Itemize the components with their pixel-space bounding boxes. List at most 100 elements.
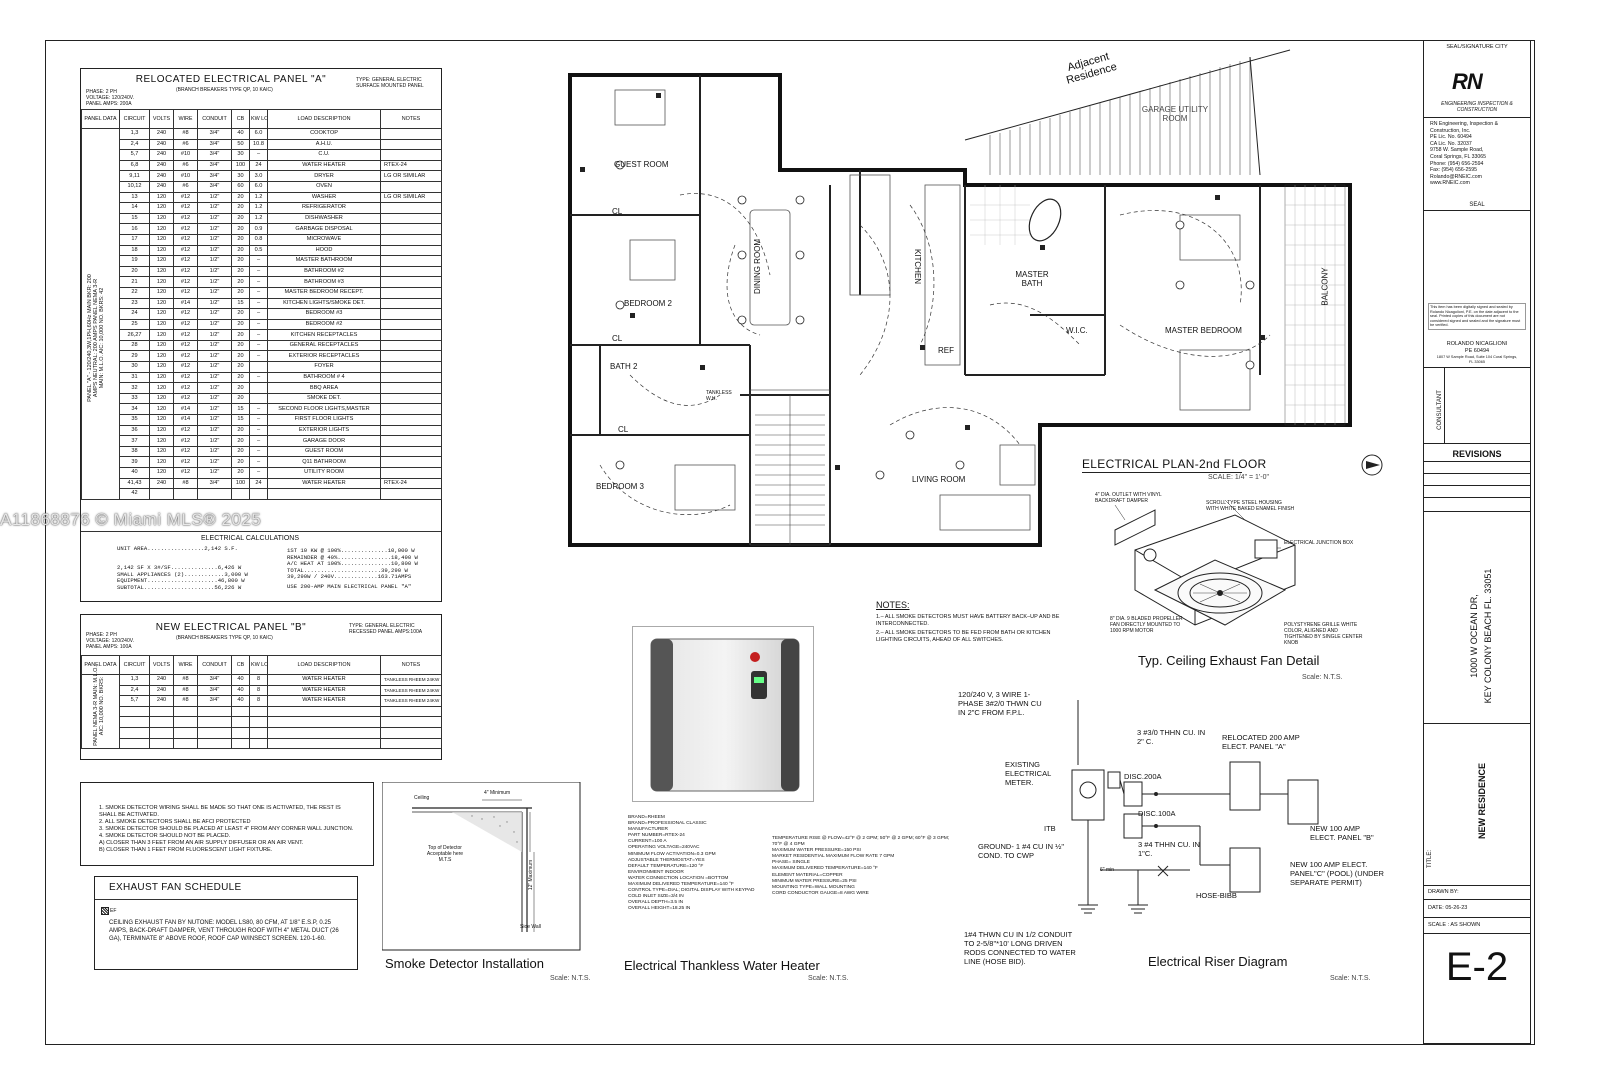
calc-right-4: TOTAL.......................39,290 W — [287, 566, 408, 574]
room-cl-3: CL — [618, 425, 629, 434]
panel-a-cell: #12 — [173, 265, 198, 278]
panel-a-cell: 17 — [119, 233, 150, 246]
panel-a-cell: 1.2 — [249, 212, 268, 225]
room-balcony: BALCONY — [1320, 267, 1330, 306]
panel-b-title: NEW ELECTRICAL PANEL "B" — [155, 622, 307, 633]
smoke-side-wall-label: Side Wall — [520, 924, 541, 930]
panel-a-cell: 20 — [231, 392, 250, 405]
panel-a-cell: #12 — [173, 318, 198, 331]
heater-spec-r9: MOUNTING TYPE=WALL MOUNTING — [772, 884, 855, 890]
panel-a-cell: – — [249, 371, 268, 384]
panel-a-header-cell: CB — [231, 109, 250, 129]
panel-b-cell: 240 — [149, 674, 174, 686]
panel-a-cell: WATER HEATER — [267, 159, 381, 172]
panel-a-cell: 1/2" — [197, 403, 232, 416]
panel-a-cell: FOYER — [267, 361, 381, 373]
panel-a-cell: 120 — [149, 223, 174, 235]
exhaust-title: EXHAUST FAN SCHEDULE — [109, 882, 242, 893]
panel-a-cell: BATHROOM # 4 — [267, 371, 381, 384]
panel-a-cell: 1,3 — [119, 128, 150, 140]
heater-spec-l15: OVERALL DEPTH=3.5 IN — [628, 900, 684, 906]
electrical-floor-plan — [568, 49, 1383, 547]
tb-addr1: 9758 W. Sample Road, — [1430, 147, 1484, 154]
panel-a-cell: 20 — [231, 456, 250, 468]
calc-right-2: REMAINDER @ 40%................18,490 W — [287, 553, 418, 561]
panel-a-cell: 1/2" — [197, 276, 232, 288]
panel-a-cell: 120 — [149, 212, 174, 225]
smoke-detector-notes: 1. SMOKE DETECTOR WIRING SHALL BE MADE S… — [80, 782, 374, 866]
panel-a-cell: 20 — [231, 202, 250, 214]
tb-revisions: REVISIONS — [1452, 449, 1502, 459]
calc-left-2 — [117, 553, 248, 560]
heater-spec-l3: MANUFACTURER — [628, 827, 668, 833]
panel-a-cell: 20 — [231, 286, 250, 299]
panel-a-cell: COOKTOP — [267, 128, 381, 140]
panel-b-cell — [267, 726, 381, 739]
panel-a-cell — [249, 361, 268, 373]
panel-b-header-cell: VOLTS — [149, 655, 174, 675]
panel-a-cell: 0.9 — [249, 223, 268, 235]
panel-a-cell: 10,12 — [119, 180, 150, 193]
panel-b-voltage: VOLTAGE: 120/240V. — [86, 638, 134, 644]
riser-ground: GROUND- 1 #4 CU IN ½" COND. TO CWP — [978, 842, 1065, 860]
panel-a-cell — [380, 403, 442, 416]
tb-pe: PE Lic. No. 60494 — [1430, 134, 1472, 141]
riser-thwn-3-0: 3 #3/0 THHN CU. IN 2" C. — [1137, 728, 1206, 746]
panel-a-voltage: VOLTAGE: 120/240V. — [86, 95, 134, 101]
heater-spec-l4: PART NUMBER=RTEX-24 — [628, 833, 685, 839]
calc-left-5: EQUIPMENT.....................46,800 W — [117, 577, 245, 585]
panel-a-cell: 20 — [231, 276, 250, 288]
plan-scale: SCALE: 1/4" = 1'-0" — [1208, 474, 1269, 481]
panel-a-cell: 15 — [119, 212, 150, 225]
panel-b-cell: #8 — [173, 674, 198, 686]
panel-a-cell: 120 — [149, 371, 174, 384]
panel-b-cell — [173, 716, 198, 728]
panel-a-cell: 0.5 — [249, 244, 268, 257]
panel-a-header-cell: NOTES — [380, 109, 442, 129]
heater-spec-r7: ELEMENT MATERIAL=COPPER — [772, 872, 843, 878]
panel-a-cell: 1/2" — [197, 339, 232, 352]
panel-a-cell: 1/2" — [197, 297, 232, 310]
panel-a-cell: 3/4" — [197, 159, 232, 172]
heater-spec-l12: MAXIMUM DELIVERED TEMPERATURE=140 °F — [628, 882, 734, 888]
panel-a-cell — [380, 255, 442, 267]
panel-a-cell: KITCHEN LIGHTS/SMOKE DET. — [267, 297, 381, 310]
panel-a-cell: 24 — [249, 477, 268, 490]
panel-a-cell: 1/2" — [197, 361, 232, 373]
panel-a-cell: #12 — [173, 233, 198, 246]
panel-a-cell: 20 — [231, 467, 250, 479]
panel-a-cell: – — [249, 329, 268, 341]
panel-a-cell: 20 — [231, 233, 250, 246]
panel-a-cell: 30 — [119, 361, 150, 373]
tb-engineer: ROLANDO NICAGLIONI — [1446, 341, 1508, 347]
room-guest: GUEST ROOM — [614, 160, 669, 169]
panel-b-header-cell: KW LOAD — [249, 655, 268, 675]
panel-b-header-cell: CB — [231, 655, 250, 675]
panel-a-cell: #12 — [173, 392, 198, 405]
panel-a-cell: – — [249, 445, 268, 458]
riser-disc-200: DISC.200A — [1124, 772, 1162, 781]
panel-a-cell — [380, 488, 442, 500]
panel-a-cell — [231, 488, 250, 500]
panel-a-cell: UTILITY ROOM — [267, 467, 381, 479]
panel-a-cell: BATHROOM #2 — [267, 265, 381, 278]
riser-hose-bibb: HOSE-BIBB — [1196, 891, 1237, 900]
calc-right-3: A/C HEAT AT 100%...............10,800 W — [287, 560, 418, 568]
panel-a-cell: LG OR SIMILAR — [380, 170, 442, 182]
notes-line-1: 1.– ALL SMOKE DETECTORS MUST HAVE BATTER… — [876, 614, 1060, 627]
riser-panel-a: RELOCATED 200 AMP ELECT. PANEL "A" — [1222, 733, 1300, 751]
panel-b-cell: 8 — [249, 674, 268, 686]
panel-a-cell: EXTERIOR LIGHTS — [267, 424, 381, 437]
panel-a-cell: 10.8 — [249, 138, 268, 151]
fan-detail-label-jbox: ELECTRICAL JUNCTION BOX — [1284, 540, 1354, 546]
panel-a-cell: 29 — [119, 350, 150, 363]
